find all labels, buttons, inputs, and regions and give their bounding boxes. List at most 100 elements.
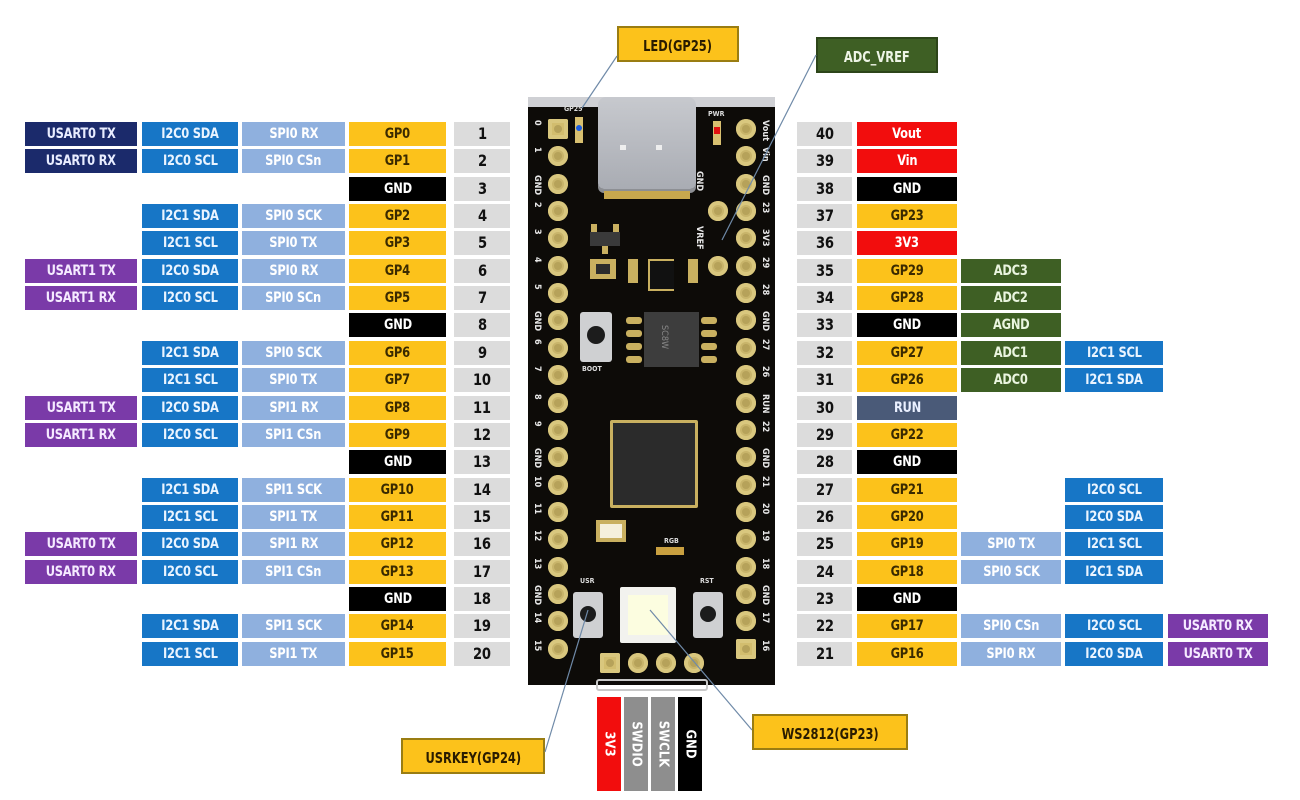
pin-number-15-label: 15 [473,506,491,526]
pin-usart-16: USART0 TX [25,532,137,557]
pin-number-22: 22 [797,614,852,639]
silk-left-8: GND [532,311,542,332]
pin-i2c-19-label: I2C1 SDA [161,618,219,635]
pin-spi-5: SPI0 TX [242,231,345,256]
pin-spi-20-label: SPI1 TX [269,645,318,662]
pin-main-40-label: Vout [892,126,922,142]
usr-button[interactable] [573,592,603,638]
silk-right-36: 3V3 [760,229,770,247]
pin-func3-35-label: ADC3 [994,262,1028,279]
pin-number-17-label: 17 [473,561,491,581]
pin-i2c-7: I2C0 SCL [142,286,238,311]
pin-spi-16: SPI1 RX [242,532,345,557]
pin-gpio-2: GP1 [349,149,446,174]
pin-usart-11-label: USART1 TX [46,399,116,416]
pin-usart-7-label: USART1 RX [45,290,117,307]
pin-main-35-label: GP29 [890,262,924,279]
callout-led-label: LED(GP25) [643,37,713,55]
pin-usart-17-label: USART0 RX [45,563,117,580]
pin-i2c-1-label: I2C0 SDA [161,126,219,142]
pin-main-27: GP21 [857,477,957,502]
rst-button[interactable] [693,592,723,638]
pin-usart-1: USART0 TX [25,122,137,146]
pin-number-36: 36 [797,231,852,256]
pin-func3-24-label: SPI0 SCK [982,563,1040,580]
silk-pwr: PWR [708,110,725,118]
swd-gnd-label: GND [682,729,698,759]
silk-left-17: 13 [532,557,542,569]
pin-number-27: 27 [797,477,852,502]
silk-left-7: 5 [532,284,542,290]
pin-number-12-label: 12 [473,424,491,444]
board-pad-left-11 [548,392,568,413]
callout-adc-vref: ADC_VREF [816,37,938,73]
ic-small [648,259,674,291]
board-pad-right-23 [736,583,756,604]
silk-right-30: RUN [760,393,770,414]
pin-func3-33: AGND [961,313,1061,338]
callout-usrkey-label: USRKEY(GP24) [425,749,521,767]
pin-gpio-3-label: GND [383,180,412,197]
pin-i2c-31-label: I2C1 SDA [1085,372,1143,389]
silk-usr: USR [580,577,595,585]
board-pad-right-28 [736,447,756,468]
boot-button[interactable] [580,312,612,362]
board-pad-right-26 [736,501,756,522]
pin-gpio-9-label: GP6 [384,344,411,361]
board-pad-right-40 [736,119,756,139]
pin-main-26: GP20 [857,504,957,529]
pin-number-17: 17 [454,559,510,584]
board-pad-left-6 [548,255,568,276]
pin-spi-2: SPI0 CSn [242,149,345,174]
pin-i2c-21: I2C0 SDA [1065,641,1163,666]
pin-i2c-9-label: I2C1 SDA [161,344,219,361]
pin-gpio-5: GP3 [349,231,446,256]
pin-main-37: GP23 [857,204,957,229]
pin-number-32-label: 32 [815,342,834,362]
pin-number-31: 31 [797,368,852,393]
pin-main-29: GP22 [857,422,957,447]
silk-left-19: 14 [532,612,542,624]
silk-right-28: GND [760,448,770,469]
pin-number-11: 11 [454,395,510,420]
pin-number-30: 30 [797,395,852,420]
pin-main-22-label: GP17 [890,618,924,635]
board-pad-left-18 [548,583,568,604]
pin-number-6-label: 6 [477,260,487,280]
board-pad-right-33 [736,310,756,331]
silk-right-31: 26 [760,366,770,378]
pin-gpio-16-label: GP12 [381,536,414,553]
pin-number-4: 4 [454,204,510,229]
pin-main-39-label: Vin [896,153,918,170]
pin-number-20-label: 20 [473,643,491,663]
pin-i2c-11-label: I2C0 SDA [161,399,219,416]
pin-number-9: 9 [454,340,510,365]
pin-main-36: 3V3 [857,231,957,256]
board-pad-right-32 [736,337,756,358]
pin-gpio-14-label: GP10 [381,481,414,498]
pin-usart-11: USART1 TX [25,395,137,420]
pin-gpio-10-label: GP7 [384,372,411,389]
pin-number-40: 40 [797,122,852,146]
silk-rgb: RGB [664,537,679,545]
pin-spi-17-label: SPI1 CSn [265,563,322,580]
pin-spi-10-label: SPI0 TX [269,372,318,389]
pin-main-38: GND [857,176,957,201]
pin-main-27-label: GP21 [890,481,924,498]
board-pad-inner-vref [708,255,728,276]
pin-main-25: GP19 [857,532,957,557]
pin-i2c-17: I2C0 SCL [142,559,238,584]
pin-number-10-label: 10 [473,370,491,390]
pin-gpio-13: GND [349,450,446,475]
pin-i2c-15: I2C1 SCL [142,504,238,529]
pin-spi-14: SPI1 SCK [242,477,345,502]
pin-i2c-32-label: I2C1 SCL [1086,344,1142,361]
pin-gpio-1: GP0 [349,122,446,146]
silk-right-24: 18 [760,557,770,569]
silk-left-16: 12 [532,530,542,542]
pin-i2c-10: I2C1 SCL [142,368,238,393]
pin-usart-21-label: USART0 TX [1183,645,1253,662]
board-pad-left-17 [548,556,568,577]
pin-i2c-22-label: I2C0 SCL [1086,618,1142,635]
pin-func3-34: ADC2 [961,286,1061,311]
